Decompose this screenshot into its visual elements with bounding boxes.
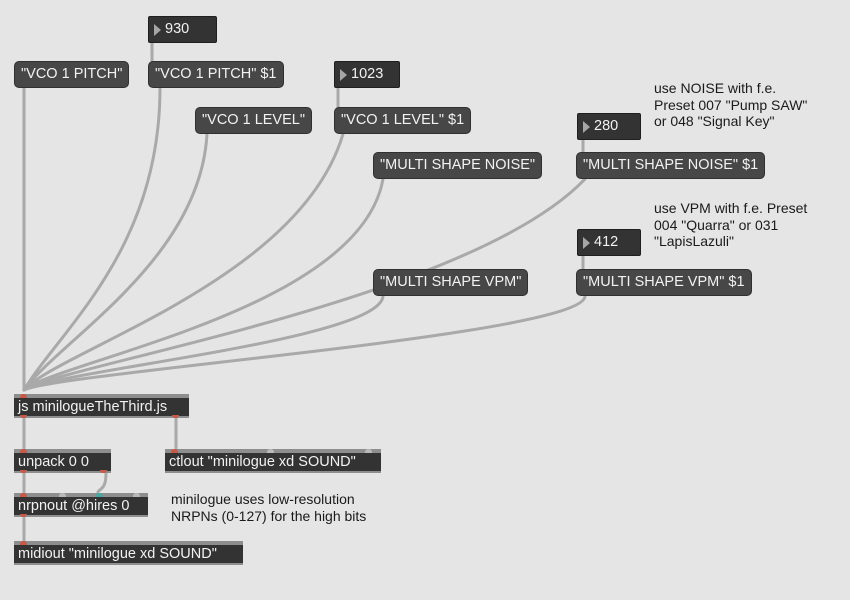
outlet[interactable] <box>20 470 27 473</box>
number-arrow-icon <box>154 24 161 36</box>
message-multi-shape-noise-arg[interactable]: "MULTI SHAPE NOISE" $1 <box>576 152 766 179</box>
cord-unpack-nrpn-right <box>96 471 108 494</box>
cord-vco1-level <box>22 132 209 392</box>
cord-multi-shape-vpm <box>22 294 385 392</box>
message-multi-shape-vpm[interactable]: "MULTI SHAPE VPM" <box>373 269 529 296</box>
outlet[interactable] <box>100 470 107 473</box>
cord-multi-shape-vpm-arg <box>22 294 587 392</box>
outlet[interactable] <box>20 415 27 418</box>
inlet[interactable] <box>20 449 27 453</box>
message-vco1-pitch[interactable]: "VCO 1 PITCH" <box>14 61 130 88</box>
number-arrow-icon <box>583 237 590 249</box>
inlet[interactable] <box>20 493 27 497</box>
object-ctlout[interactable]: ctlout "minilogue xd SOUND" <box>165 449 381 473</box>
comment-vpm-hint: use VPM with f.e. Preset 004 "Quarra" or… <box>654 200 808 249</box>
inlet[interactable] <box>171 449 178 453</box>
number-arrow-icon <box>340 69 347 81</box>
number-value: 280 <box>594 118 619 134</box>
message-vco1-level-arg[interactable]: "VCO 1 LEVEL" $1 <box>334 107 472 134</box>
message-multi-shape-vpm-arg[interactable]: "MULTI SHAPE VPM" $1 <box>576 269 752 296</box>
number-arrow-icon <box>583 121 590 133</box>
comment-lowres-hint: minilogue uses low-resolution NRPNs (0-1… <box>171 491 367 524</box>
object-label: ctlout "minilogue xd SOUND" <box>169 454 356 470</box>
number-box-level[interactable]: 1023 <box>334 61 400 88</box>
number-box-noise[interactable]: 280 <box>577 113 641 140</box>
inlet[interactable] <box>133 493 140 497</box>
object-label: nrpnout @hires 0 <box>18 498 130 514</box>
inlet[interactable] <box>20 394 27 398</box>
outlet[interactable] <box>20 514 27 517</box>
number-value: 412 <box>594 234 619 250</box>
message-vco1-pitch-arg[interactable]: "VCO 1 PITCH" $1 <box>148 61 284 88</box>
object-label: midiout "minilogue xd SOUND" <box>18 546 217 562</box>
object-midiout[interactable]: midiout "minilogue xd SOUND" <box>14 541 243 565</box>
message-vco1-level[interactable]: "VCO 1 LEVEL" <box>195 107 312 134</box>
object-unpack[interactable]: unpack 0 0 <box>14 449 111 473</box>
number-box-pitch[interactable]: 930 <box>148 16 217 43</box>
object-nrpnout[interactable]: nrpnout @hires 0 <box>14 493 148 517</box>
cord-multi-shape-noise <box>22 177 385 392</box>
inlet[interactable] <box>96 493 103 497</box>
object-js[interactable]: js minilogueTheThird.js <box>14 394 189 418</box>
comment-noise-hint: use NOISE with f.e. Preset 007 "Pump SAW… <box>654 80 808 129</box>
outlet[interactable] <box>172 415 179 418</box>
number-box-vpm[interactable]: 412 <box>577 229 641 256</box>
number-value: 1023 <box>351 66 384 82</box>
inlet[interactable] <box>20 541 27 545</box>
inlet[interactable] <box>267 449 274 453</box>
inlet[interactable] <box>365 449 372 453</box>
cord-vco1-pitch-arg <box>22 86 162 392</box>
number-value: 930 <box>165 21 190 37</box>
object-label: unpack 0 0 <box>18 454 89 470</box>
cord-vco1-level-arg <box>22 132 345 392</box>
inlet[interactable] <box>59 493 66 497</box>
message-multi-shape-noise[interactable]: "MULTI SHAPE NOISE" <box>373 152 543 179</box>
object-label: js minilogueTheThird.js <box>18 399 168 415</box>
